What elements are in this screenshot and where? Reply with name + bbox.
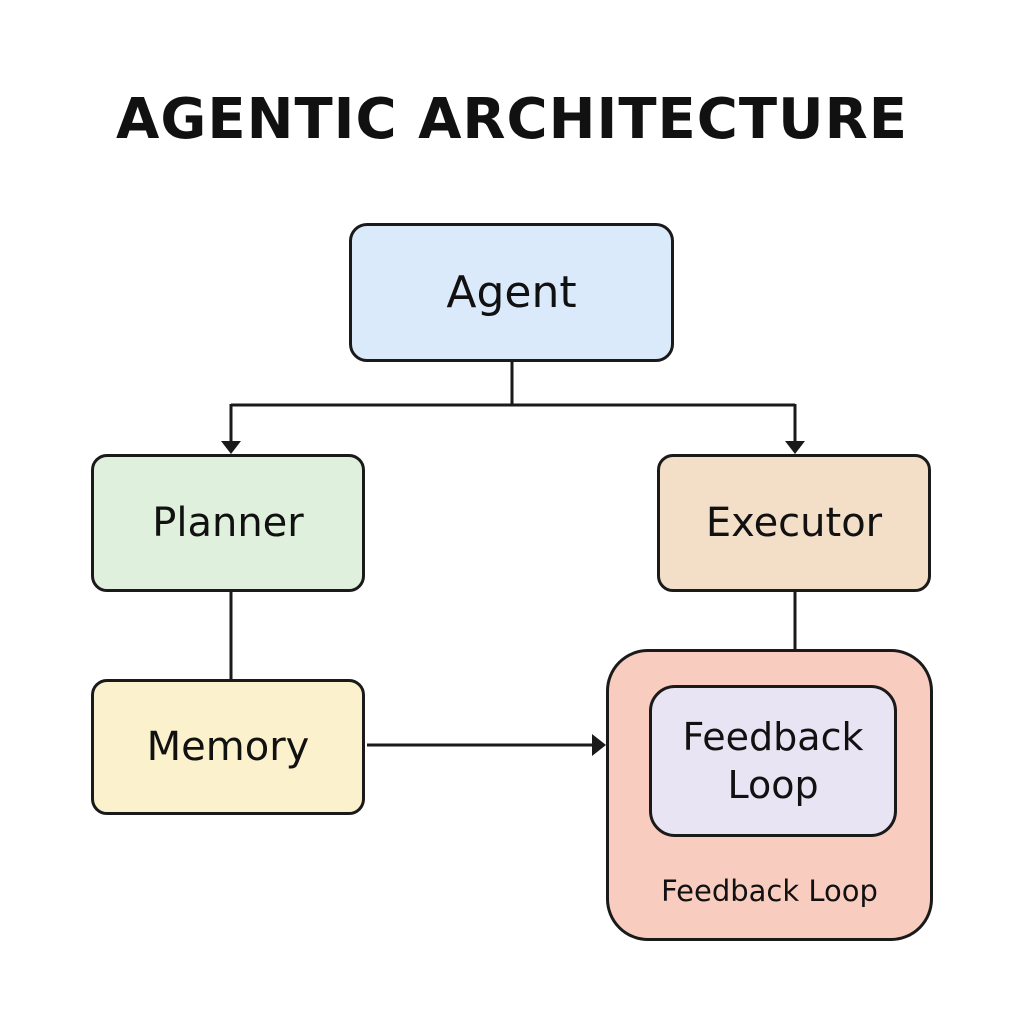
node-agent-label: Agent [446, 267, 577, 318]
arrowhead-executor [785, 441, 805, 454]
node-feedback-loop: Feedback Loop [649, 685, 897, 837]
node-executor: Executor [657, 454, 931, 592]
node-executor-label: Executor [705, 500, 883, 546]
diagram-title: AGENTIC ARCHITECTURE [116, 87, 908, 152]
node-memory: Memory [91, 679, 365, 815]
node-planner: Planner [91, 454, 365, 592]
arrowhead-feedback [592, 734, 606, 756]
node-planner-label: Planner [152, 500, 304, 546]
arrowhead-planner [221, 441, 241, 454]
edge-agent-branch [231, 362, 795, 407]
feedback-group-caption: Feedback Loop [661, 874, 878, 908]
node-agent: Agent [349, 223, 674, 362]
node-feedback-loop-label: Feedback Loop [682, 715, 864, 807]
node-feedback-group: Feedback Loop Feedback Loop [606, 649, 933, 941]
node-memory-label: Memory [146, 724, 310, 770]
